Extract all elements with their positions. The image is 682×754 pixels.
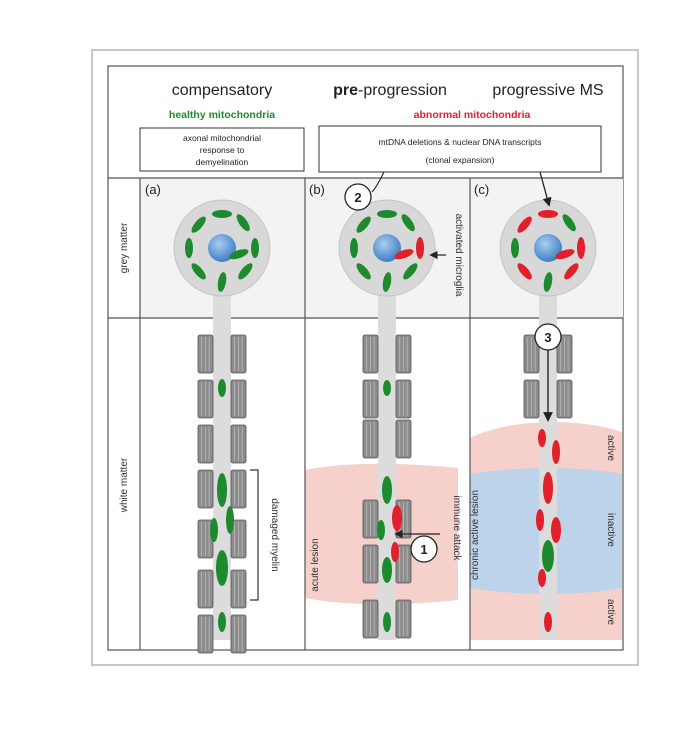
abnormal-mitochondrion xyxy=(538,210,558,218)
marker-3-number: 3 xyxy=(544,330,551,345)
marker-1-number: 1 xyxy=(420,542,427,557)
label-chronic-active-lesion: chronic active lesion xyxy=(470,490,481,580)
abnormal-mitochondrion xyxy=(394,249,414,260)
box-a-line-1: axonal mitochondrial xyxy=(183,133,261,143)
marker-2-leader xyxy=(371,171,385,193)
healthy-mitochondrion xyxy=(562,214,576,232)
abnormal-mitochondrion xyxy=(392,505,402,531)
healthy-mitochondrion xyxy=(403,263,418,280)
neuron-panel-c xyxy=(499,199,597,640)
marker-3: 3 xyxy=(534,323,562,351)
healthy-mitochondrion xyxy=(238,263,253,280)
subheader-healthy-mitochondria: healthy mitochondria xyxy=(169,109,275,121)
healthy-mitochondrion xyxy=(383,380,391,396)
abnormal-mitochondrion xyxy=(552,440,560,464)
healthy-mitochondrion xyxy=(217,272,227,292)
healthy-mitochondrion xyxy=(191,216,206,233)
healthy-mitochondrion xyxy=(229,249,249,260)
label-activated-microglia: activated microglia xyxy=(453,214,464,297)
healthy-mitochondrion xyxy=(191,263,206,280)
abnormal-mitochondrion xyxy=(555,249,575,260)
healthy-mitochondrion xyxy=(382,272,392,292)
neuron-panel-b xyxy=(338,199,436,640)
label-immune-attack: immune attack xyxy=(451,495,462,561)
marker-2-number: 2 xyxy=(354,190,361,205)
header-progression-rest: -progression xyxy=(358,82,447,99)
box-axonal-response xyxy=(139,127,305,172)
label-inactive: inactive xyxy=(605,513,616,547)
healthy-mitochondrion xyxy=(217,473,227,507)
damaged-myelin-bracket xyxy=(250,469,259,601)
healthy-mitochondrion xyxy=(543,272,553,292)
subheader-abnormal-mitochondria: abnormal mitochondria xyxy=(414,109,531,121)
healthy-mitochondrion xyxy=(218,379,226,397)
abnormal-mitochondrion xyxy=(577,237,585,259)
row-label-grey-matter: grey matter xyxy=(119,222,130,273)
healthy-mitochondrion xyxy=(542,540,554,572)
abnormal-mitochondrion xyxy=(551,517,561,543)
abnormal-mitochondrion xyxy=(543,472,553,504)
healthy-mitochondrion xyxy=(216,550,228,586)
healthy-mitochondrion xyxy=(511,238,519,258)
grid-lines xyxy=(108,177,623,650)
healthy-mitochondrion xyxy=(251,238,259,258)
nucleus xyxy=(534,234,562,262)
nucleus xyxy=(208,234,236,262)
abnormal-mitochondrion xyxy=(536,509,544,531)
healthy-mitochondrion xyxy=(185,238,193,258)
abnormal-mitochondrion xyxy=(564,263,579,280)
marker-1: 1 xyxy=(410,535,438,563)
abnormal-mitochondrion xyxy=(544,612,552,632)
label-active-bottom: active xyxy=(605,599,616,626)
abnormal-mitochondrion xyxy=(416,237,424,259)
healthy-mitochondrion xyxy=(377,210,397,218)
header-progressive-ms: progressive MS xyxy=(492,82,603,99)
abnormal-mitochondrion xyxy=(517,263,532,280)
neuron-panel-a xyxy=(173,199,271,654)
healthy-mitochondrion xyxy=(226,506,234,534)
nucleus xyxy=(373,234,401,262)
box-b-line-1: mtDNA deletions & nuclear DNA transcript… xyxy=(379,137,542,147)
axon xyxy=(378,286,396,640)
healthy-mitochondrion xyxy=(377,520,385,540)
healthy-mitochondrion xyxy=(356,216,371,233)
panel-label-a: (a) xyxy=(145,182,161,197)
box-b-line-2: (clonal expansion) xyxy=(426,155,495,165)
panel-label-b: (b) xyxy=(309,182,325,197)
healthy-mitochondrion xyxy=(383,612,391,632)
header-pre-progression: pre-progression xyxy=(333,82,447,99)
healthy-mitochondrion xyxy=(356,263,371,280)
clonal-expansion-arrow xyxy=(539,171,552,207)
abnormal-mitochondrion xyxy=(391,542,399,562)
healthy-mitochondrion xyxy=(236,214,250,232)
healthy-mitochondrion xyxy=(212,210,232,218)
row-label-white-matter: white matter xyxy=(119,457,130,513)
label-damaged-myelin: damaged myelin xyxy=(269,498,280,571)
label-active-top: active xyxy=(605,435,616,462)
box-mtdna-deletions xyxy=(318,125,602,173)
healthy-mitochondrion xyxy=(218,612,226,632)
header-compensatory: compensatory xyxy=(172,82,273,99)
label-acute-lesion: acute lesion xyxy=(310,538,321,591)
healthy-mitochondrion xyxy=(210,518,218,542)
healthy-mitochondrion xyxy=(382,476,392,504)
box-a-line-3: demyelination xyxy=(196,157,249,167)
box-a-line-2: response to xyxy=(200,145,245,155)
healthy-mitochondrion xyxy=(401,214,415,232)
header-pre-bold: pre xyxy=(333,82,358,99)
abnormal-mitochondrion xyxy=(538,429,546,447)
abnormal-mitochondrion xyxy=(538,569,546,587)
panel-label-c: (c) xyxy=(474,182,489,197)
marker-2: 2 xyxy=(344,183,372,211)
abnormal-mitochondrion xyxy=(517,216,532,233)
axon xyxy=(213,286,231,640)
healthy-mitochondrion xyxy=(350,238,358,258)
healthy-mitochondrion xyxy=(382,557,392,583)
